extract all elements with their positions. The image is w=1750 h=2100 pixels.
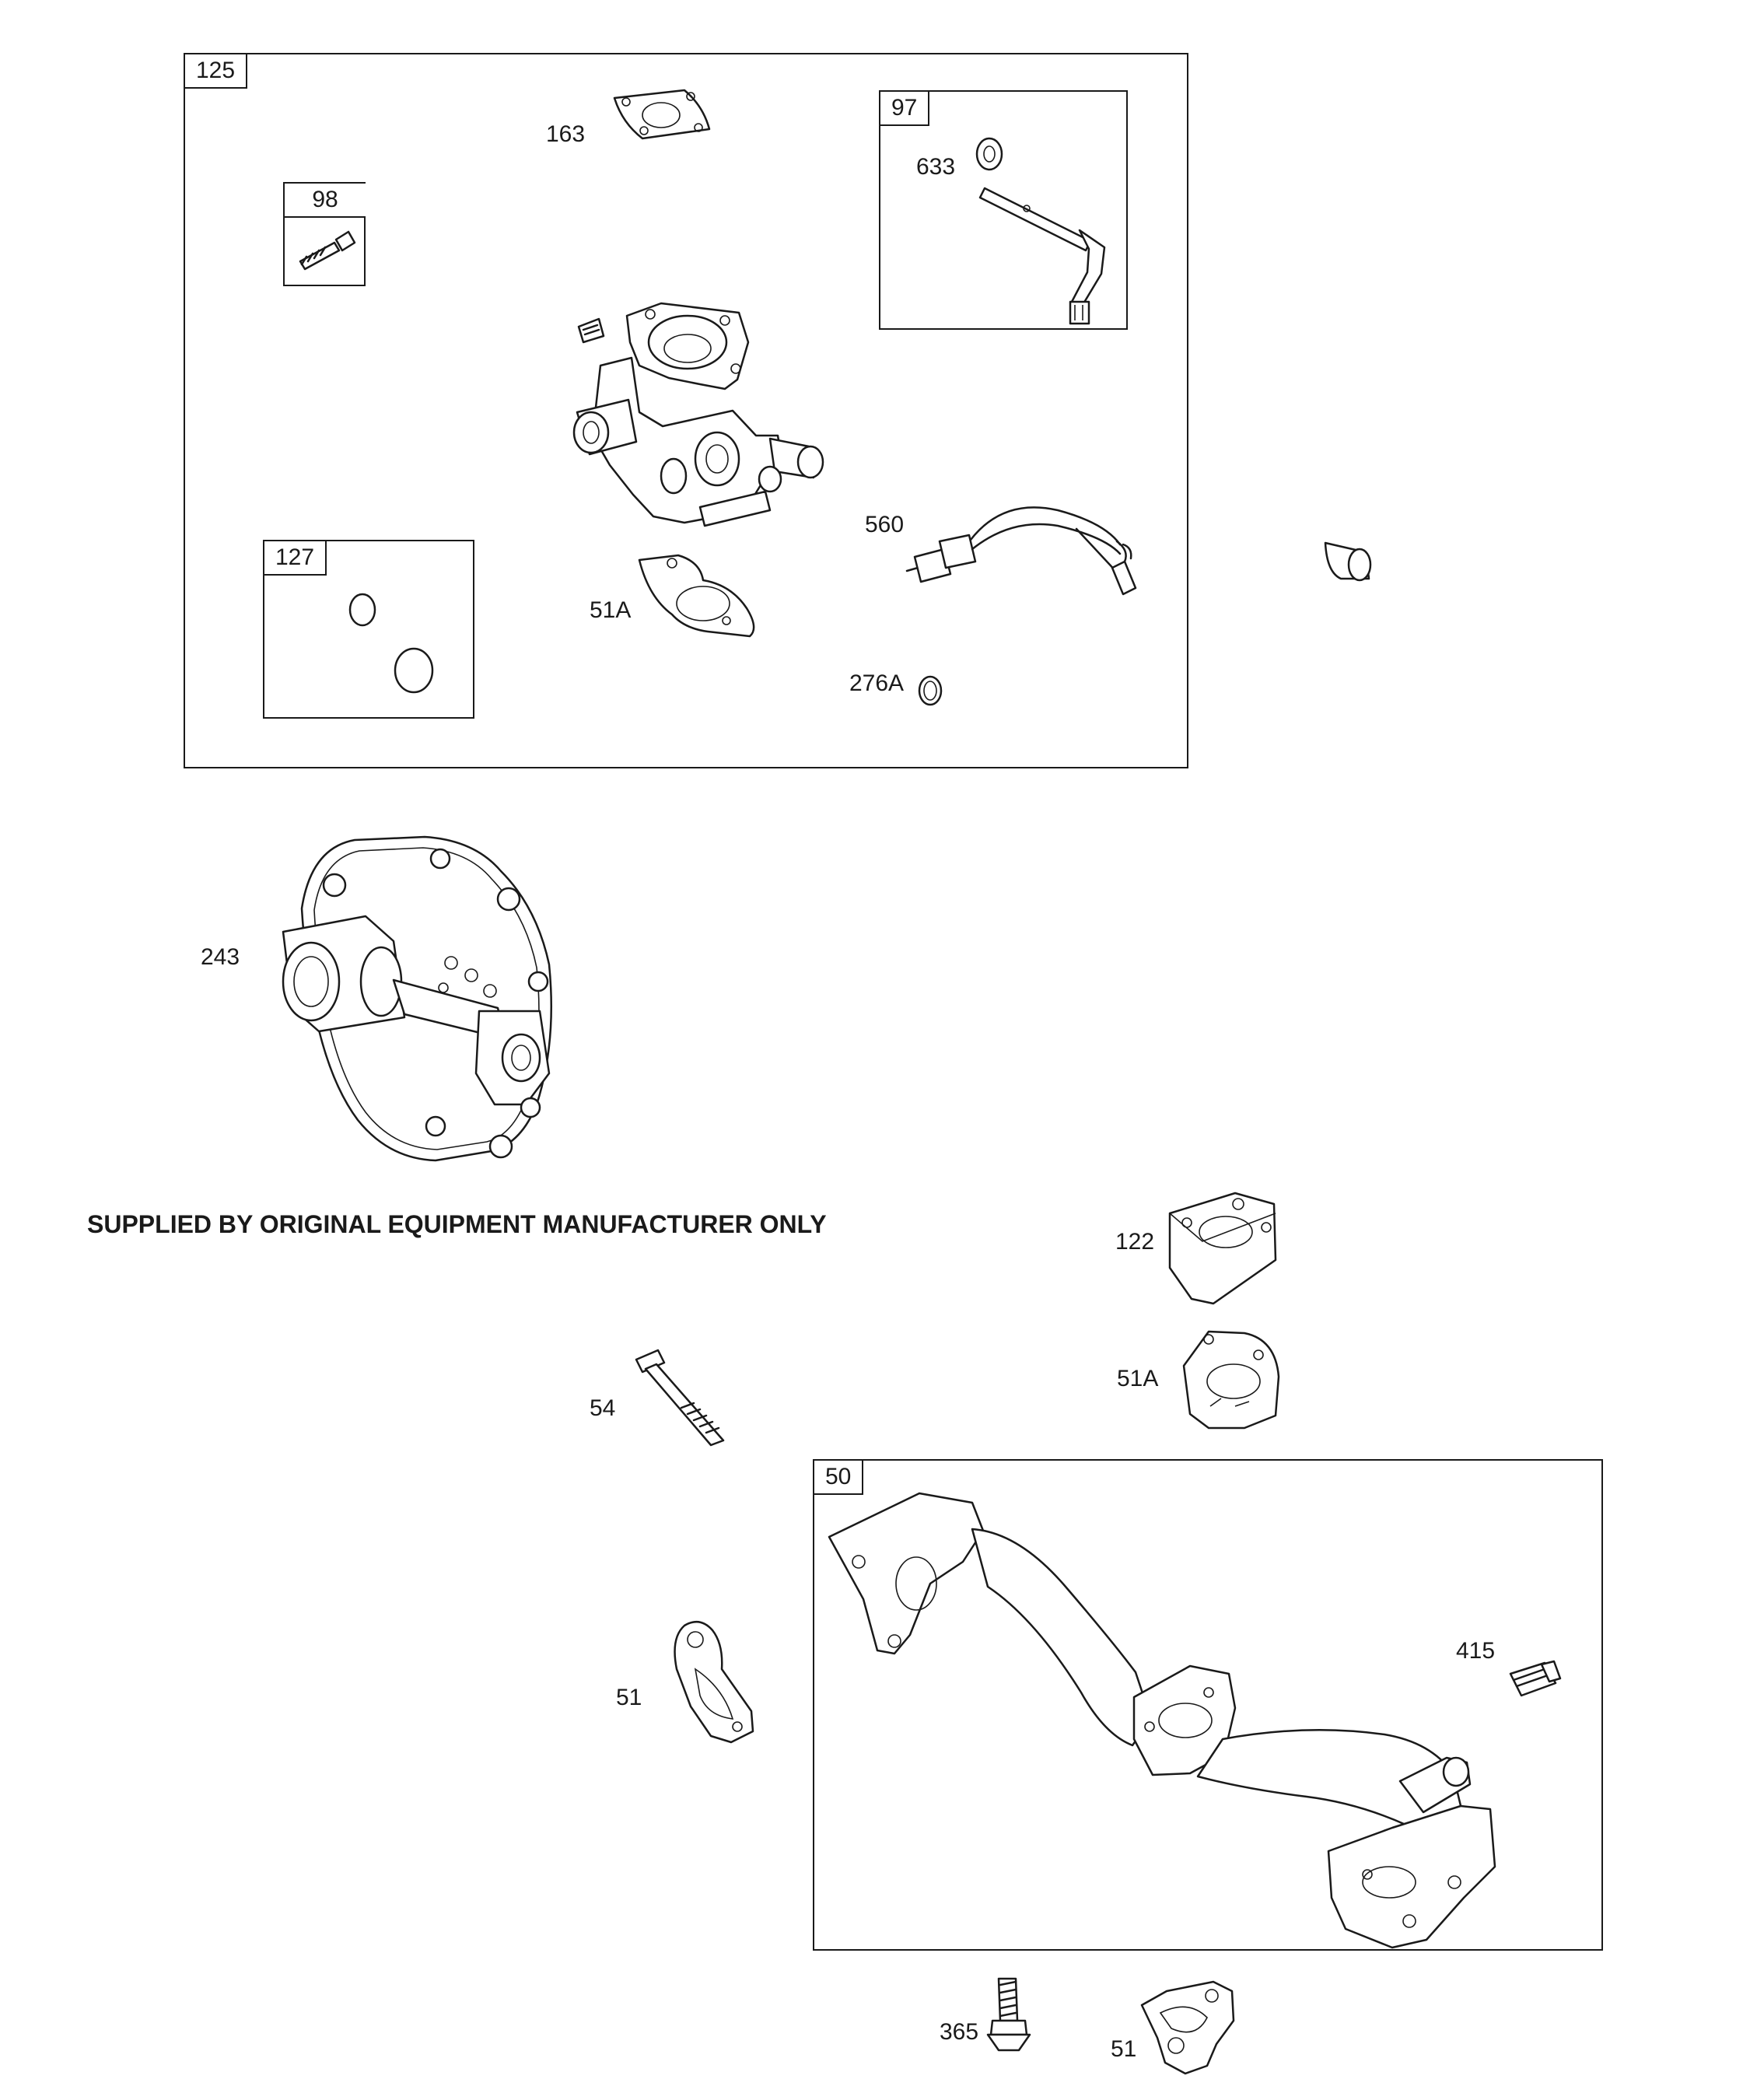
callout-276A: 276A <box>849 670 905 696</box>
seal-633-icon <box>975 137 1003 171</box>
assembly-box-50: 50 <box>813 1459 1603 1951</box>
callout-365: 365 <box>940 2019 979 2045</box>
callout-54: 54 <box>590 1395 616 1421</box>
solenoid-560-icon <box>905 506 1137 596</box>
assembly-box-125: 125 <box>184 53 1188 768</box>
gasket-51A-top-icon <box>638 554 755 638</box>
assembly-box-98: 98 <box>283 182 366 286</box>
callout-51A-mid: 51A <box>1117 1366 1159 1391</box>
gasket-51-bottom-icon <box>1140 1980 1235 2075</box>
gasket-51A-mid-icon <box>1182 1330 1280 1430</box>
carburetor-body-icon <box>572 302 824 527</box>
assembly-label-97: 97 <box>880 92 930 126</box>
gasket-163-icon <box>613 89 711 140</box>
cap-part-icon <box>1324 541 1372 582</box>
callout-243: 243 <box>201 944 240 970</box>
assembly-box-97: 97 <box>879 90 1128 330</box>
screw-spring-98-icon <box>299 230 356 271</box>
regulator-housing-243-icon <box>282 835 553 1162</box>
oem-note: SUPPLIED BY ORIGINAL EQUIPMENT MANUFACTU… <box>87 1210 827 1238</box>
callout-51-left: 51 <box>616 1685 642 1710</box>
throttle-shaft-97-icon <box>978 187 1106 325</box>
gasket-51-left-icon <box>674 1620 754 1744</box>
callout-633: 633 <box>916 154 956 180</box>
fitting-415-icon <box>1509 1660 1562 1697</box>
callout-51A-top: 51A <box>590 597 632 623</box>
assembly-label-98: 98 <box>285 184 366 218</box>
assembly-label-125: 125 <box>185 54 248 89</box>
callout-560: 560 <box>865 512 905 537</box>
welch-plugs-127-icon <box>348 593 434 694</box>
assembly-box-127: 127 <box>263 540 474 719</box>
bolt-54-icon <box>635 1349 725 1447</box>
stud-bolt-365-icon <box>986 1977 1031 2052</box>
o-ring-276A-icon <box>918 675 943 706</box>
callout-163: 163 <box>546 121 586 147</box>
assembly-label-50: 50 <box>814 1461 864 1495</box>
callout-51-bottom: 51 <box>1111 2036 1137 2062</box>
intake-manifold-50-icon <box>828 1492 1496 1949</box>
callout-122: 122 <box>1115 1229 1155 1255</box>
spacer-122-icon <box>1168 1192 1277 1305</box>
assembly-label-127: 127 <box>264 541 327 576</box>
callout-415: 415 <box>1456 1638 1496 1664</box>
